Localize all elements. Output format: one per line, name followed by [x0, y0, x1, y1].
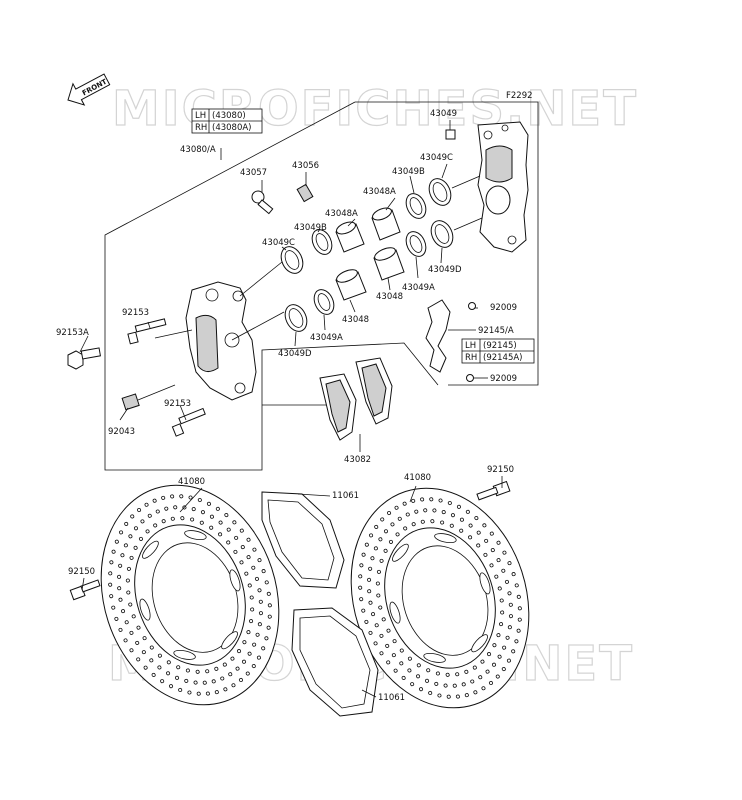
- label-92150-right: 92150: [487, 465, 514, 475]
- bracket-lh-code: (92145): [483, 341, 517, 351]
- bolt-92009-bottom-icon: [466, 374, 474, 382]
- piston-43048-right: [373, 247, 405, 281]
- bolt-92153-bottom-icon: [171, 407, 206, 437]
- assembly-outline: [104, 101, 539, 471]
- bolt-92153a-icon: [67, 347, 102, 370]
- label-92145a: 92145/A: [478, 326, 514, 336]
- brake-rotor-left: [100, 484, 280, 706]
- shim-11061-top-icon: [261, 491, 345, 589]
- plug-43049-icon: [445, 129, 456, 140]
- piston-43048a-right: [371, 207, 401, 241]
- label-43048-mid: 43048: [342, 315, 369, 325]
- label-92043: 92043: [108, 427, 135, 437]
- bolt-92153-top-icon: [127, 318, 167, 345]
- label-43049d-right: 43049D: [428, 265, 462, 275]
- brake-rotor-right: [350, 487, 530, 709]
- caliper-rh-code: (43080A): [212, 123, 252, 133]
- label-43049c-top: 43049C: [420, 153, 453, 163]
- bracket-lh-label: LH: [465, 341, 476, 351]
- label-43049a-mid: 43049A: [310, 333, 343, 343]
- seal-43049a-right: [405, 231, 427, 257]
- label-43082: 43082: [344, 455, 371, 465]
- screw-92043-icon: [121, 384, 176, 411]
- label-43080a: 43080/A: [180, 145, 216, 155]
- label-92150-left: 92150: [68, 567, 95, 577]
- diagram-code: F2292: [506, 91, 533, 101]
- caliper-left-half: [185, 261, 285, 401]
- caliper-lh-label: LH: [195, 111, 206, 121]
- front-arrow-icon: FRONT: [67, 73, 111, 106]
- label-43049: 43049: [430, 109, 457, 119]
- label-41080-right: 41080: [404, 473, 431, 483]
- bracket-92145a-icon: [425, 299, 451, 373]
- label-92153a: 92153A: [56, 328, 89, 338]
- seal-43049c-left: [280, 246, 304, 274]
- label-43048-right: 43048: [376, 292, 403, 302]
- shim-11061-bottom-icon: [291, 607, 379, 717]
- label-41080-left: 41080: [178, 477, 205, 487]
- label-43049a-right: 43049A: [402, 283, 435, 293]
- watermark-top: MICROFICHES.NET: [112, 81, 638, 137]
- part-labels: 43049 43080/A 43057 43056 43049C 43048A …: [56, 109, 517, 703]
- label-92153-bottom: 92153: [164, 399, 191, 409]
- label-92009-bottom: 92009: [490, 374, 517, 384]
- seal-43049d-right: [430, 220, 454, 248]
- bolt-92150-left-icon: [69, 579, 101, 601]
- label-92009-top: 92009: [490, 303, 517, 313]
- piston-43048-mid: [335, 269, 367, 301]
- caliper-rh-label: RH: [195, 123, 207, 133]
- bolt-92150-right-icon: [476, 480, 511, 501]
- label-43056: 43056: [292, 161, 319, 171]
- caliper-variant-box: LH (43080) RH (43080A): [191, 108, 263, 134]
- label-43057: 43057: [240, 168, 267, 178]
- brake-pads-43082-icon: [319, 357, 393, 441]
- bolt-92009-top-icon: [468, 302, 476, 310]
- bracket-rh-code: (92145A): [483, 353, 523, 363]
- label-11061-top: 11061: [332, 491, 359, 501]
- seal-43049d-left: [284, 304, 308, 332]
- label-43049b-mid: 43049B: [294, 223, 327, 233]
- label-43049d-left: 43049D: [278, 349, 312, 359]
- bracket-variant-box: LH (92145) RH (92145A): [461, 338, 535, 364]
- seal-43049a-mid: [313, 289, 335, 315]
- bleeder-43057-icon: [251, 190, 274, 215]
- piston-43048a-mid: [335, 221, 365, 253]
- label-43049c-left: 43049C: [262, 238, 295, 248]
- label-11061-bottom: 11061: [378, 693, 405, 703]
- label-43048a-mid: 43048A: [325, 209, 358, 219]
- seal-43049c-right: [428, 178, 452, 206]
- label-43049b-top: 43049B: [392, 167, 425, 177]
- leader-lines: [79, 120, 503, 698]
- bracket-rh-label: RH: [465, 353, 477, 363]
- caliper-lh-code: (43080): [212, 111, 246, 121]
- seal-43049b-right: [405, 193, 427, 219]
- label-43048a-top: 43048A: [363, 187, 396, 197]
- seal-43049b-mid: [311, 229, 333, 255]
- nipple-43056-icon: [296, 183, 314, 203]
- label-92153-top: 92153: [122, 308, 149, 318]
- caliper-right-half: [477, 121, 529, 253]
